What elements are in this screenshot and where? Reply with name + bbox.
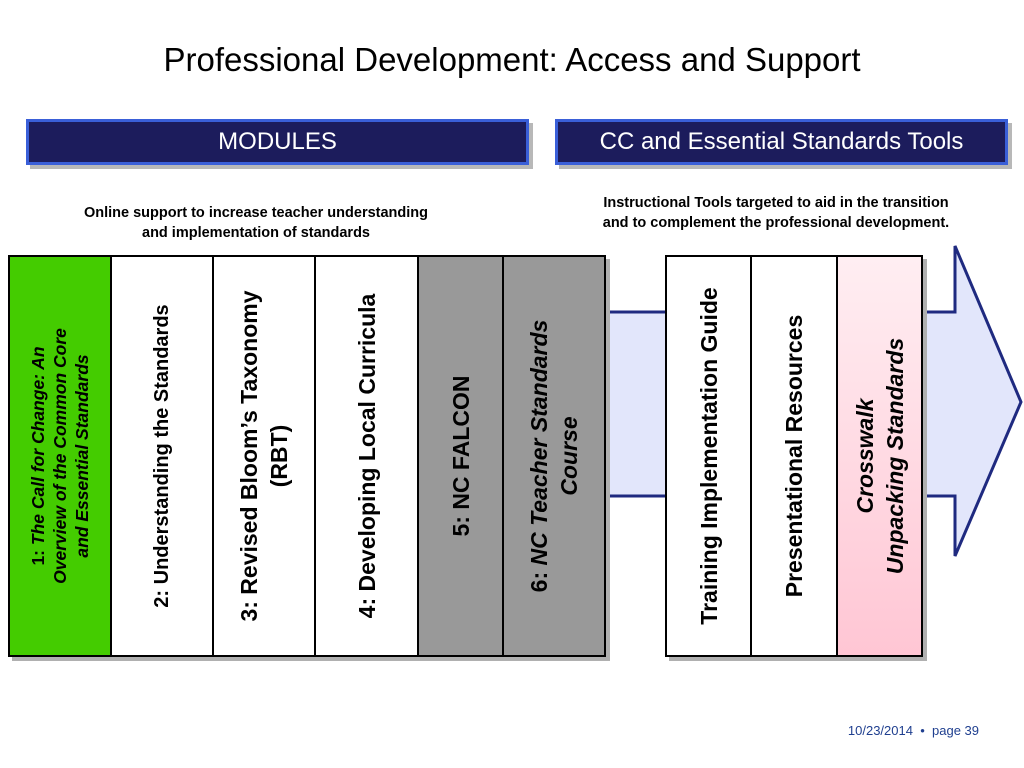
module-2[interactable]: 2: Understanding the Standards (110, 255, 214, 657)
module-4-number: 4: (353, 597, 380, 619)
module-5-number: 5: (447, 516, 474, 537)
tool-presentational-resources[interactable]: Presentational Resources (750, 255, 838, 657)
module-1-label: 1: The Call for Change: An Overview of t… (27, 266, 93, 646)
module-4-text: Developing Local Curricula (353, 293, 380, 598)
module-1-line3: and Essential Standards (72, 354, 92, 558)
module-1-line2: Overview of the Common Core (50, 328, 70, 584)
tools-header: CC and Essential Standards Tools (555, 119, 1008, 165)
module-3-line2: (RBT) (266, 424, 292, 488)
module-2-label: 2: Understanding the Standards (149, 266, 175, 646)
module-6-line2: Course (556, 416, 582, 496)
tools-description-line2: and to complement the professional devel… (602, 215, 950, 231)
modules-header-label: MODULES (218, 128, 337, 155)
modules-description-line1: Online support to increase teacher under… (83, 205, 429, 221)
footer-date: 10/23/2014 (847, 723, 913, 738)
module-6-number: 6: (526, 571, 552, 593)
tool-training-guide-label: Training Implementation Guide (695, 287, 722, 625)
module-5[interactable]: 5: NC FALCON (417, 255, 504, 657)
tools-description: Instructional Tools targeted to aid in t… (548, 193, 1004, 233)
module-1-number: 1: (28, 549, 48, 566)
tool-crosswalk-line1: Crosswalk (851, 398, 878, 514)
slide-footer: 10/23/2014 • page 39 (848, 723, 979, 738)
module-6-line1: NC Teacher Standards (526, 319, 552, 572)
module-3-label: 3: Revised Bloom’s Taxonomy (RBT) (234, 266, 294, 646)
modules-header: MODULES (26, 119, 529, 165)
modules-columns: 1: The Call for Change: An Overview of t… (8, 255, 606, 657)
slide-title: Professional Development: Access and Sup… (163, 41, 861, 78)
module-4[interactable]: 4: Developing Local Curricula (314, 255, 419, 657)
tools-header-label: CC and Essential Standards Tools (599, 128, 964, 155)
modules-description-line2: and implementation of standards (142, 225, 370, 241)
tool-crosswalk-label: Crosswalk Unpacking Standards (850, 266, 910, 646)
tool-crosswalk[interactable]: Crosswalk Unpacking Standards (836, 255, 923, 657)
module-4-label: 4: Developing Local Curricula (352, 266, 382, 646)
module-5-text: NC FALCON (447, 375, 474, 517)
module-3-text: Revised Bloom’s Taxonomy (236, 290, 262, 602)
module-1[interactable]: 1: The Call for Change: An Overview of t… (8, 255, 112, 657)
module-2-text: Understanding the Standards (151, 304, 173, 590)
tools-description-line1: Instructional Tools targeted to aid in t… (603, 195, 949, 211)
module-1-line1: The Call for Change: An (28, 346, 48, 550)
tool-crosswalk-line2: Unpacking Standards (881, 337, 908, 575)
module-2-number: 2: (151, 589, 173, 608)
module-6[interactable]: 6: NC Teacher Standards Course (502, 255, 606, 657)
footer-page: page 39 (932, 723, 979, 738)
module-3-number: 3: (236, 601, 262, 622)
tool-training-guide[interactable]: Training Implementation Guide (665, 255, 752, 657)
module-3[interactable]: 3: Revised Bloom’s Taxonomy (RBT) (212, 255, 316, 657)
tool-presentational-resources-label: Presentational Resources (781, 314, 807, 598)
modules-description: Online support to increase teacher under… (40, 203, 472, 243)
footer-separator: • (920, 723, 925, 738)
module-5-label: 5: NC FALCON (446, 266, 476, 646)
module-6-label: 6: NC Teacher Standards Course (524, 266, 584, 646)
tools-columns: Training Implementation Guide Presentati… (665, 255, 923, 657)
